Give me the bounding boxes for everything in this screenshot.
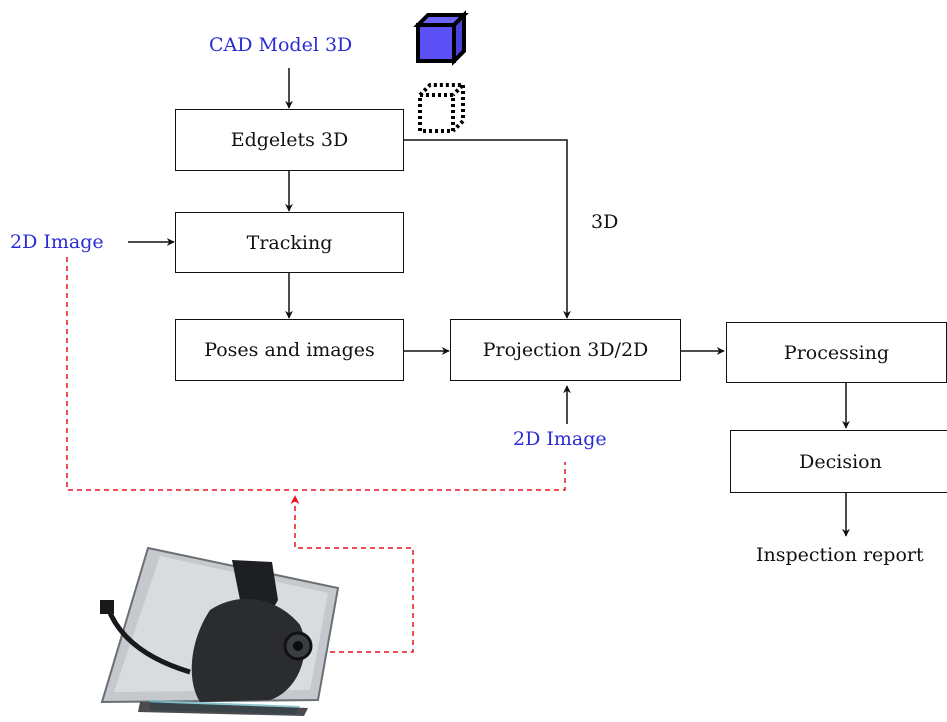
decision-box: Decision <box>730 430 947 493</box>
solid-cube-icon <box>413 10 469 66</box>
feedback-line-images <box>66 257 566 491</box>
tablet-camera-rig-image <box>100 546 340 716</box>
dotted-cube-icon <box>418 83 468 133</box>
three-d-label: 3D <box>591 211 619 233</box>
edgelets-label: Edgelets 3D <box>230 129 349 151</box>
processing-box: Processing <box>726 322 947 383</box>
tracking-label: Tracking <box>246 231 333 254</box>
tracking-box: Tracking <box>175 212 404 273</box>
inspection-report-label: Inspection report <box>756 544 924 566</box>
projection-label: Projection 3D/2D <box>482 339 649 361</box>
image-input-label-left: 2D Image <box>10 231 104 253</box>
arrow-edgelets-to-projection <box>404 139 571 319</box>
processing-label: Processing <box>783 341 890 364</box>
decision-label: Decision <box>799 450 882 473</box>
projection-box: Projection 3D/2D <box>450 319 681 381</box>
image-input-label-right: 2D Image <box>513 428 607 450</box>
poses-label: Poses and images <box>204 339 375 361</box>
edgelets-box: Edgelets 3D <box>175 109 404 171</box>
feedback-line-device <box>290 495 414 653</box>
cad-model-label: CAD Model 3D <box>209 34 353 56</box>
poses-box: Poses and images <box>175 319 404 381</box>
